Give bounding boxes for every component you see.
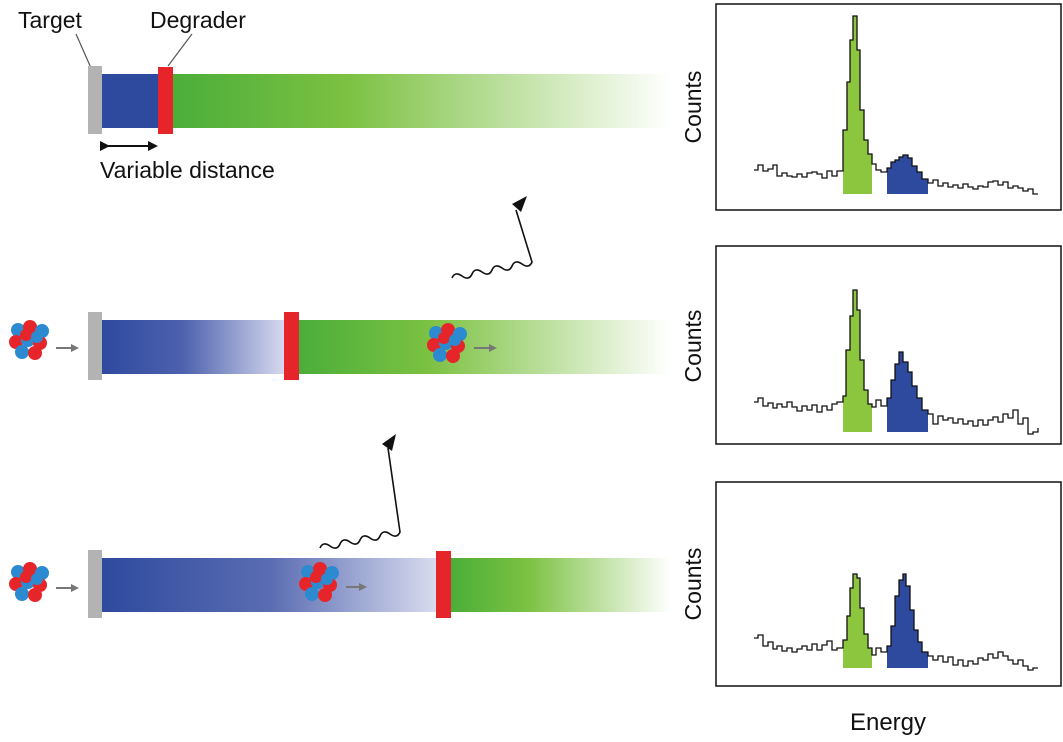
degrader-foil: [436, 551, 451, 618]
row-1-setup: Target Degrader Variable distance: [18, 7, 670, 279]
incoming-nucleus-icon: [9, 320, 49, 360]
target-foil: [88, 66, 102, 134]
spectrum-histogram: [754, 15, 1038, 195]
counts-axis-label: Counts: [680, 71, 706, 144]
degrader-leader-line: [167, 33, 193, 67]
spectrum-panel-2: Counts: [680, 245, 1062, 445]
target-foil: [88, 312, 102, 380]
spectrum-histogram: [754, 289, 1039, 435]
spectrum-histogram: [754, 573, 1038, 671]
blue-beam-segment: [102, 74, 160, 128]
variable-distance-label: Variable distance: [100, 157, 275, 183]
spectrum-panel-1: Counts: [680, 3, 1062, 211]
blue-beam-segment: [102, 558, 437, 612]
green-beam-segment: [173, 74, 670, 128]
gamma-ray-arrowhead-2: [382, 434, 396, 451]
gamma-ray-arrowhead-1: [512, 196, 527, 212]
recoiling-nucleus-icon: [299, 562, 339, 602]
row-2-setup: [9, 312, 670, 380]
degrader-foil: [284, 312, 299, 380]
gamma-ray-wave-2: [319, 447, 401, 549]
degrader-foil: [158, 67, 173, 134]
target-foil: [88, 550, 102, 618]
incoming-nucleus-icon: [9, 562, 49, 602]
degrader-label: Degrader: [150, 7, 246, 33]
row-3-setup: [9, 434, 670, 618]
slow-peak: [887, 574, 928, 668]
slow-peak: [887, 155, 928, 194]
target-leader-line: [75, 33, 92, 69]
green-beam-segment: [451, 558, 670, 612]
counts-axis-label: Counts: [680, 548, 706, 621]
blue-beam-segment: [102, 320, 284, 374]
slow-peak: [887, 352, 928, 432]
counts-axis-label: Counts: [680, 310, 706, 383]
spectrum-panel-3: Counts: [680, 481, 1062, 687]
recoiling-nucleus-icon: [427, 323, 467, 363]
gamma-ray-wave-1: [451, 209, 533, 279]
target-label: Target: [18, 7, 83, 33]
energy-axis-label: Energy: [850, 709, 926, 736]
